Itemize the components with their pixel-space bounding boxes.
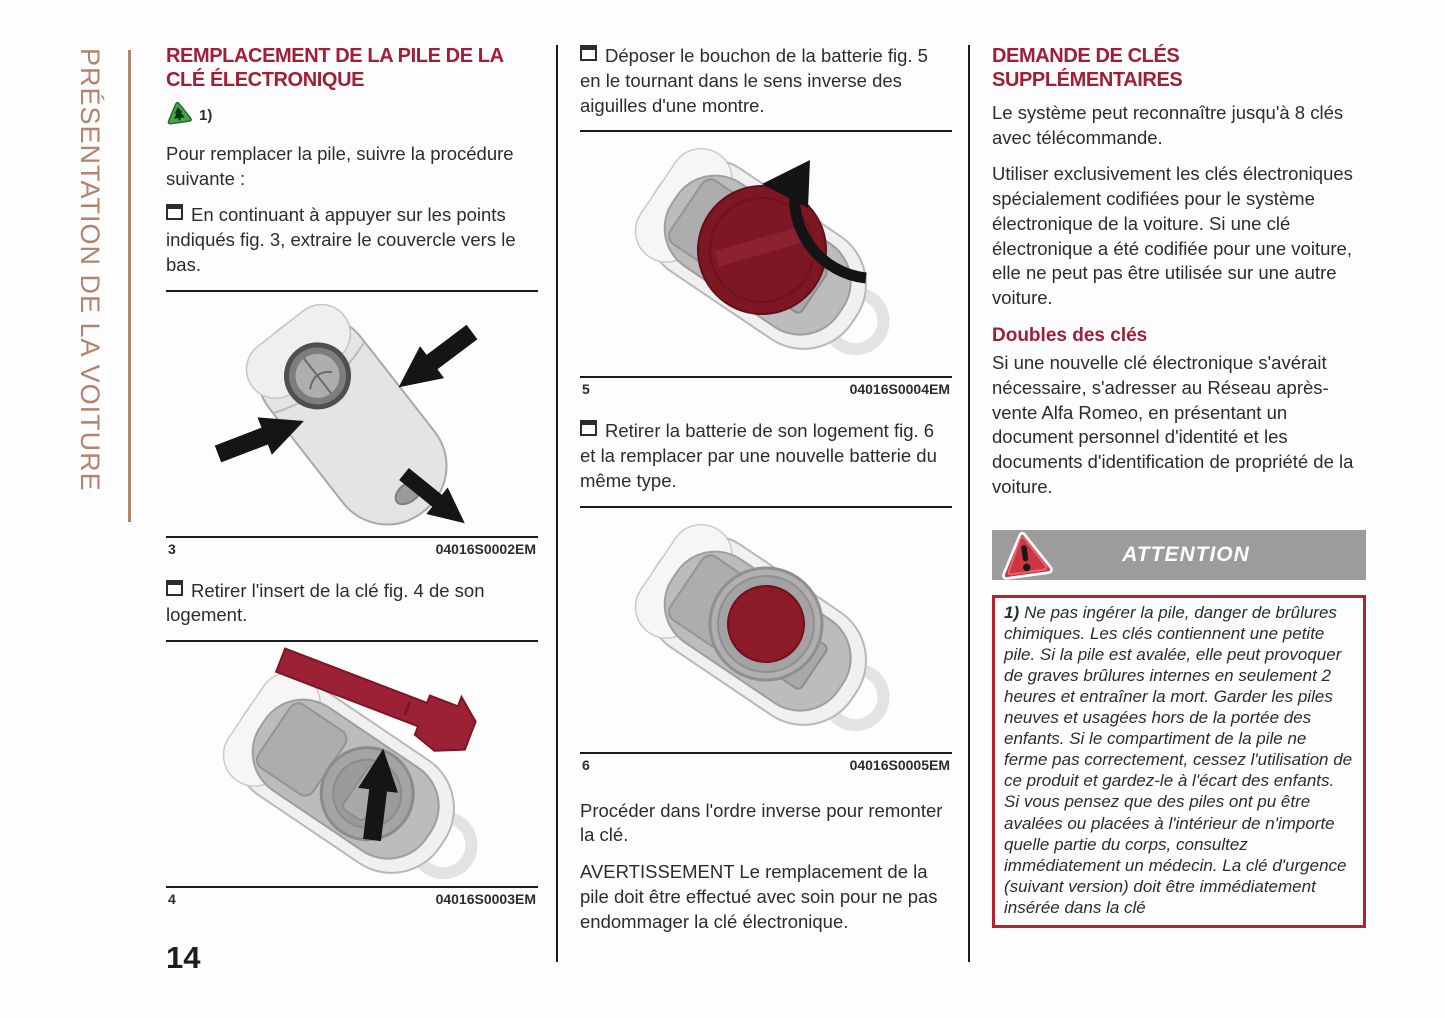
key-insert-removal-illustration bbox=[222, 647, 478, 880]
press-point-arrow-icon bbox=[214, 417, 304, 463]
figure-4-image bbox=[166, 642, 538, 889]
footnote-marker: 1) bbox=[199, 106, 213, 124]
warning-note-box: 1)Ne pas ingérer la pile, danger de brûl… bbox=[992, 594, 1366, 928]
battery-cap-rotation-illustration bbox=[634, 148, 890, 356]
column-divider bbox=[556, 45, 558, 962]
figure-3: 3 04016S0002EM bbox=[166, 289, 538, 557]
figure-number: 3 bbox=[168, 540, 176, 557]
intro-text: Pour remplacer la pile, suivre la procéd… bbox=[166, 142, 514, 189]
key-fob-front-illustration bbox=[214, 303, 478, 526]
closing-text: Procéder dans l'ordre inverse pour remon… bbox=[580, 799, 943, 846]
key-insert-blade bbox=[274, 647, 477, 753]
body-text: Le système peut reconnaître jusqu'à 8 cl… bbox=[992, 101, 1344, 148]
body-text: Si une nouvelle clé électronique s'avéra… bbox=[992, 352, 1354, 497]
step-text: Retirer la batterie de son logement fig.… bbox=[580, 420, 937, 491]
figure-6: 6 04016S0005EM bbox=[580, 505, 952, 773]
section-title: DEMANDE DE CLÉS SUPPLÉMENTAIRES bbox=[992, 45, 1183, 92]
note-text: Ne pas ingérer la pile, danger de brûlur… bbox=[1004, 602, 1353, 917]
figure-code: 04016S0002EM bbox=[435, 540, 536, 557]
column-divider bbox=[968, 45, 970, 962]
figure-5-image bbox=[580, 132, 952, 379]
figure-code: 04016S0005EM bbox=[849, 756, 950, 773]
figure-code: 04016S0004EM bbox=[849, 381, 950, 398]
column-3: DEMANDE DE CLÉS SUPPLÉMENTAIRES Le systè… bbox=[992, 44, 1366, 928]
figure-5: 5 04016S0004EM bbox=[580, 130, 952, 397]
page-number: 14 bbox=[166, 940, 201, 975]
step-text: En continuant à appuyer sur les points i… bbox=[166, 204, 516, 275]
inline-warning-text: AVERTISSEMENT Le remplacement de la pile… bbox=[580, 861, 938, 932]
step-bullet-icon bbox=[580, 45, 597, 61]
chapter-tab-rule bbox=[128, 50, 131, 522]
column-2: Déposer le bouchon de la batterie fig. 5… bbox=[580, 44, 952, 947]
subsection-title: Doubles des clés bbox=[992, 325, 1148, 347]
hazard-footnote-icon bbox=[164, 99, 194, 131]
slide-cover-arrow-icon bbox=[399, 467, 465, 523]
figure-number: 6 bbox=[582, 756, 590, 773]
figure-number: 4 bbox=[168, 891, 176, 908]
column-1: REMPLACEMENT DE LA PILE DE LA CLÉ ÉLECTR… bbox=[166, 44, 538, 921]
counterclockwise-arrow-head bbox=[762, 160, 810, 209]
figure-3-image bbox=[166, 292, 538, 538]
attention-banner: ATTENTION bbox=[992, 529, 1366, 580]
note-marker: 1) bbox=[1004, 602, 1020, 622]
step-bullet-icon bbox=[166, 579, 183, 596]
step-text: Retirer l'insert de la clé fig. 4 de son… bbox=[166, 579, 485, 626]
step-text: Déposer le bouchon de la batterie fig. 5… bbox=[580, 45, 928, 116]
page-title: REMPLACEMENT DE LA PILE DE LA CLÉ ÉLECTR… bbox=[166, 45, 503, 92]
battery-compartment-illustration bbox=[634, 523, 890, 731]
chapter-tab-label: PRÉSENTATION DE LA VOITURE bbox=[75, 48, 105, 492]
attention-label: ATTENTION bbox=[1122, 542, 1250, 566]
body-text: Utiliser exclusivement les clés électron… bbox=[992, 163, 1353, 309]
figure-code: 04016S0003EM bbox=[435, 891, 536, 908]
figure-number: 5 bbox=[582, 381, 590, 398]
coin-battery bbox=[727, 584, 805, 663]
step-bullet-icon bbox=[166, 204, 183, 221]
step-bullet-icon bbox=[580, 420, 597, 437]
figure-6-image bbox=[580, 508, 952, 754]
warning-triangle-icon bbox=[995, 526, 1055, 583]
extract-insert-arrow-icon bbox=[358, 748, 398, 842]
figure-4: 4 04016S0003EM bbox=[166, 640, 538, 907]
press-point-arrow-icon bbox=[398, 324, 478, 388]
